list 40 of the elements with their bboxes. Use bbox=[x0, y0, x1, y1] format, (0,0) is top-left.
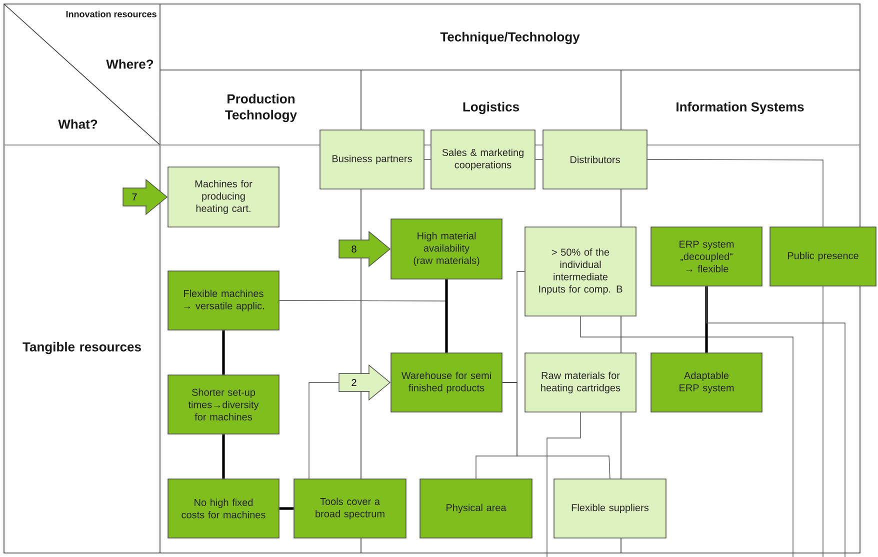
connector-line bbox=[647, 159, 824, 227]
row-header: What? bbox=[58, 119, 98, 129]
process-box: Warehouse for semi finished products bbox=[390, 352, 502, 412]
connector-line bbox=[424, 159, 431, 160]
process-box: Sales & marketing cooperations bbox=[430, 130, 536, 190]
process-box: No high fixed costs for machines bbox=[168, 478, 280, 538]
edge-label: 8 bbox=[352, 245, 356, 253]
process-box: ERP system „decoupled“ → flexible bbox=[650, 226, 762, 286]
connector-line bbox=[535, 159, 543, 160]
process-box: Adaptable ERP system bbox=[650, 352, 762, 412]
connector-line bbox=[822, 286, 824, 557]
connector-line bbox=[222, 434, 225, 479]
column-header: Technique/Technology bbox=[440, 32, 580, 44]
edge-label: 7 bbox=[132, 194, 137, 200]
connector-line bbox=[580, 316, 794, 557]
column-header: Production Technology bbox=[225, 94, 297, 122]
column-header: Logistics bbox=[463, 102, 519, 114]
process-box: Shorter set-up times→diversity for machines bbox=[168, 374, 280, 434]
row-header: Innovation resources bbox=[66, 10, 156, 18]
connector-line bbox=[222, 330, 225, 375]
edge-label: 2 bbox=[352, 379, 356, 386]
process-box: Distributors bbox=[542, 130, 648, 190]
process-box: Physical area bbox=[420, 478, 532, 538]
connector-line bbox=[705, 286, 708, 353]
connector-line bbox=[445, 279, 448, 353]
column-header: Information Systems bbox=[676, 102, 804, 114]
process-box: Raw materials for heating cartridges bbox=[524, 352, 636, 412]
column-header: Where? bbox=[106, 59, 154, 69]
connector-line bbox=[546, 412, 581, 557]
process-box: Business partners bbox=[320, 130, 424, 190]
process-box: Tools cover a broad spectrum bbox=[294, 478, 406, 538]
connector-line bbox=[502, 382, 610, 479]
process-box: Machines for producing heating cart. bbox=[168, 166, 280, 228]
process-box: Flexible suppliers bbox=[554, 478, 666, 538]
row-header: Tangible resources bbox=[22, 342, 141, 354]
connector-line bbox=[706, 286, 846, 557]
process-box: Public presence bbox=[770, 226, 876, 286]
process-box: Flexible machines → versatile applic. bbox=[168, 270, 280, 330]
process-box: > 50% of the individual intermediate Inputs for comp. B bbox=[524, 226, 636, 316]
connector-line bbox=[279, 507, 294, 510]
